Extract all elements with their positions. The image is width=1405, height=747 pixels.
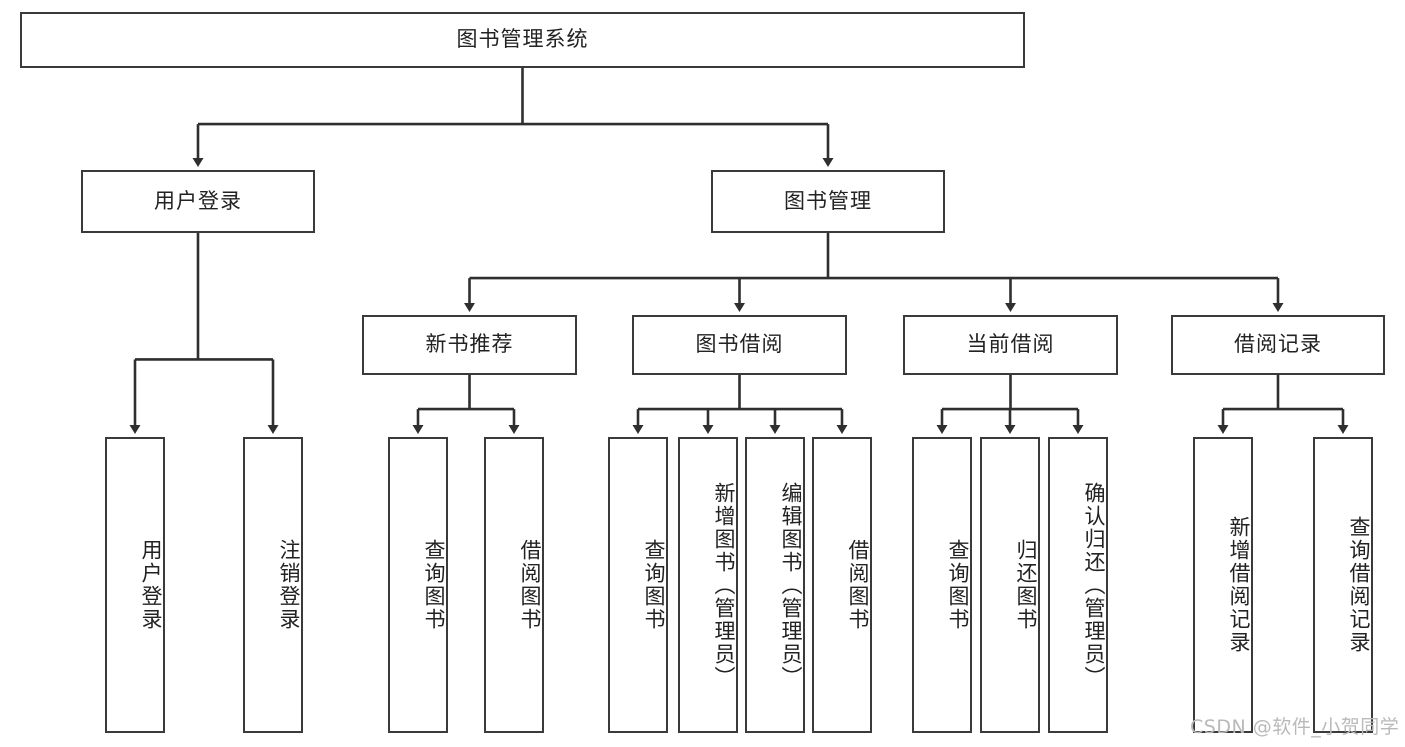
node-leaf-return-book[interactable]: 归还图书 bbox=[980, 437, 1040, 733]
node-book-manage[interactable]: 图书管理 bbox=[711, 170, 945, 233]
node-leaf-query-book-3[interactable]: 查询图书 bbox=[912, 437, 972, 733]
node-leaf-query-book-1[interactable]: 查询图书 bbox=[388, 437, 448, 733]
watermark-label: CSDN @软件_小贺同学 bbox=[1190, 716, 1400, 738]
node-label: 借阅记录 bbox=[1234, 332, 1322, 357]
node-user-login[interactable]: 用户登录 bbox=[81, 170, 315, 233]
node-label: 新书推荐 bbox=[425, 332, 514, 357]
node-label: 当前借阅 bbox=[966, 332, 1055, 357]
node-leaf-add-book[interactable]: 新增图书（管理员） bbox=[678, 437, 738, 733]
node-label: 借阅图书 bbox=[518, 539, 542, 631]
node-label: 注销登录 bbox=[277, 539, 301, 631]
node-leaf-logout[interactable]: 注销登录 bbox=[243, 437, 303, 733]
node-label: 查询图书 bbox=[946, 539, 970, 631]
node-label: 用户登录 bbox=[154, 188, 242, 213]
node-leaf-borrow-book-1[interactable]: 借阅图书 bbox=[484, 437, 544, 733]
node-label: 查询借阅记录 bbox=[1347, 516, 1371, 654]
node-root[interactable]: 图书管理系统 bbox=[20, 12, 1025, 68]
node-leaf-query-book-2[interactable]: 查询图书 bbox=[608, 437, 668, 733]
node-leaf-confirm-return[interactable]: 确认归还（管理员） bbox=[1048, 437, 1108, 733]
node-label: 编辑图书（管理员） bbox=[779, 481, 803, 689]
node-label: 归还图书 bbox=[1014, 539, 1038, 631]
node-borrow-record[interactable]: 借阅记录 bbox=[1171, 315, 1385, 375]
node-new-book-recommend[interactable]: 新书推荐 bbox=[362, 315, 577, 375]
node-label: 新增图书（管理员） bbox=[712, 481, 736, 689]
node-label: 用户登录 bbox=[139, 539, 163, 631]
node-label: 图书管理系统 bbox=[456, 27, 589, 52]
node-book-borrow[interactable]: 图书借阅 bbox=[632, 315, 847, 375]
node-leaf-edit-book[interactable]: 编辑图书（管理员） bbox=[745, 437, 805, 733]
node-label: 查询图书 bbox=[422, 539, 446, 631]
node-label: 借阅图书 bbox=[846, 539, 870, 631]
node-label: 图书管理 bbox=[784, 188, 872, 213]
node-label: 查询图书 bbox=[642, 539, 666, 631]
node-label: 图书借阅 bbox=[695, 332, 784, 357]
node-label: 新增借阅记录 bbox=[1227, 516, 1251, 654]
node-leaf-borrow-book-2[interactable]: 借阅图书 bbox=[812, 437, 872, 733]
node-leaf-add-record[interactable]: 新增借阅记录 bbox=[1193, 437, 1253, 733]
node-label: 确认归还（管理员） bbox=[1082, 481, 1106, 689]
node-current-borrow[interactable]: 当前借阅 bbox=[903, 315, 1118, 375]
node-leaf-user-login[interactable]: 用户登录 bbox=[105, 437, 165, 733]
node-leaf-query-record[interactable]: 查询借阅记录 bbox=[1313, 437, 1373, 733]
